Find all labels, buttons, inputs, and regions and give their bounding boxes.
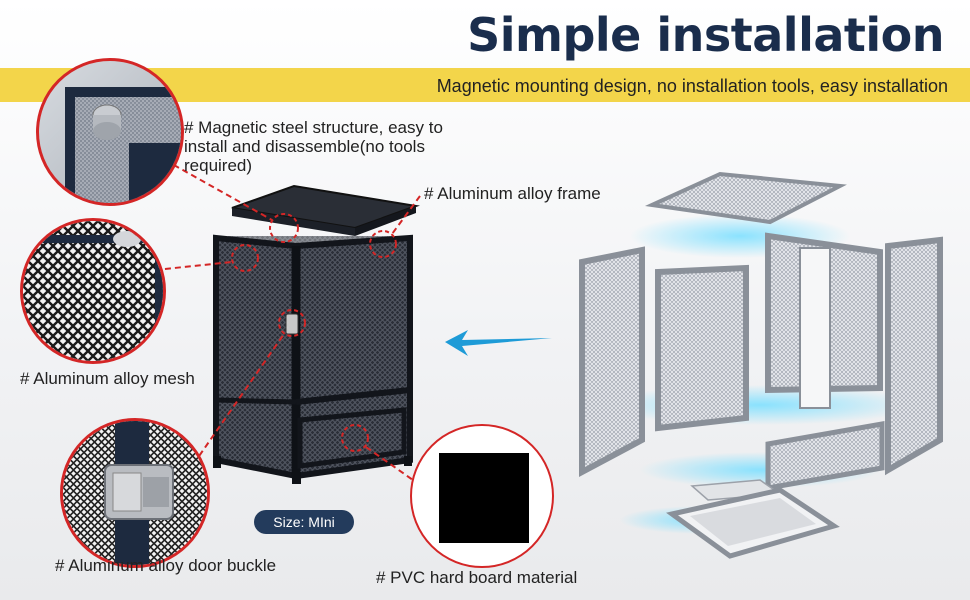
door-buckle-label: # Aluminum alloy door buckle: [55, 556, 277, 575]
pvc-board-label: # PVC hard board material: [376, 568, 578, 587]
pvc-board-circle: [410, 424, 554, 568]
mesh-label: # Aluminum alloy mesh: [20, 369, 195, 388]
frame-label: # Aluminum alloy frame: [424, 184, 601, 203]
mesh-detail-circle: [20, 218, 166, 364]
size-badge: Size: MIni: [254, 510, 354, 534]
magnetic-structure-label: # Magnetic steel structure, easy to inst…: [184, 118, 443, 175]
magnet-detail-circle: [36, 58, 184, 206]
cage-callout-rings: [231, 213, 397, 452]
page-title: Simple installation: [467, 8, 944, 62]
left-arrow-icon: [445, 330, 552, 356]
buckle-detail-circle: [60, 418, 210, 568]
exploded-cage-view: [579, 171, 943, 559]
banner-text: Magnetic mounting design, no installatio…: [436, 76, 948, 96]
assembled-cage: [213, 184, 420, 484]
